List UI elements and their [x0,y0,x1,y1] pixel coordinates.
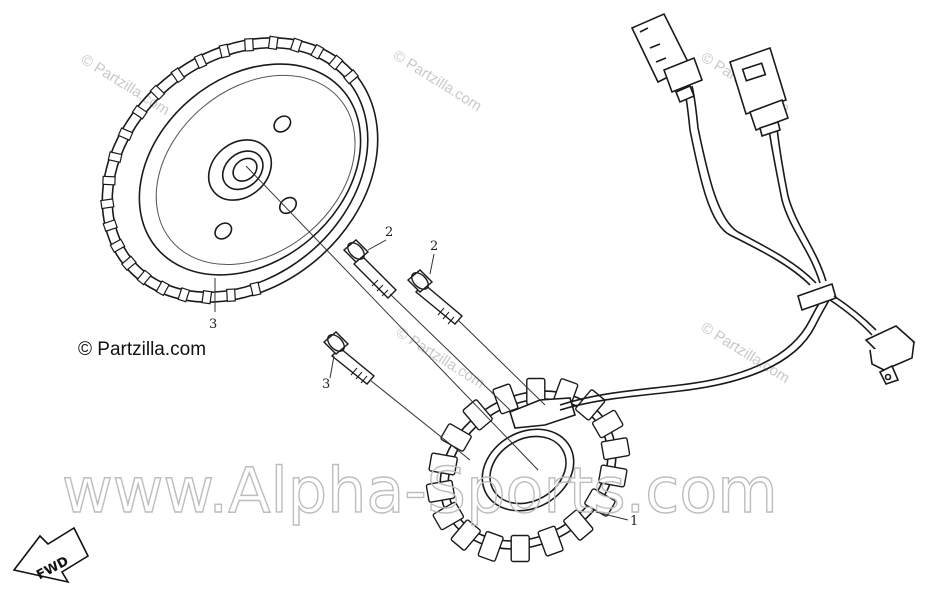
assembly-lines [214,165,629,521]
bolt-upper-right [406,269,463,325]
flywheel [100,35,379,305]
stator-tooth [477,530,504,562]
stator-tooth [440,423,472,452]
flywheel-rim-slot [289,37,303,53]
stator-tooth [462,399,493,431]
flywheel-hole [273,115,292,133]
stator-tooth [563,509,594,541]
callout-bolt-upper-left: 2 [385,225,393,240]
flywheel-rim-slot [149,84,166,101]
callout-bolt-lower: 3 [322,377,330,392]
flywheel-hole [278,196,298,215]
bolt-lower [322,331,376,385]
flywheel-rim-slot [100,198,115,210]
stator-tooth [537,525,564,557]
forward-arrow: FWD [12,526,90,584]
copyright-text: © Partzilla.com [78,339,206,360]
stator-tooth [425,479,456,503]
flywheel-hub [207,139,273,201]
flywheel-rim-slot [310,43,325,60]
connector-left [630,12,704,104]
flywheel-rim-slot [249,281,262,297]
stator-tooth [598,464,628,488]
watermark-text: © Partzilla.com [390,47,485,115]
bolt-threads [350,279,455,384]
flywheel-rim-slot [120,255,137,271]
flywheel-rim-slot [131,104,148,120]
stator-tooth [432,501,465,531]
flywheel-rim-slot [177,287,191,303]
stator-tooth [584,488,616,517]
flywheel-rim-slot [170,67,186,84]
watermark-alpha-sports: www.Alpha-Sports.com [62,454,778,527]
flywheel-rim-slot [136,269,152,286]
flywheel-rim-slot [193,53,208,70]
flywheel-rim-slot [226,288,236,303]
flywheel-rim-slot [328,54,344,71]
callout-bolt-upper-right: 2 [430,239,438,254]
flywheel-hole [214,222,233,240]
wiring-harness [559,85,877,411]
callout-stator: 1 [630,514,638,529]
flywheel-rim-slot [117,127,134,141]
ground-clip [864,325,916,385]
callout-leader [329,355,335,379]
flywheel-rim-slot [102,175,116,186]
stator-tooth [591,409,624,439]
stator-tooth [450,519,481,551]
callout-flywheel: 3 [209,317,217,332]
connector-right [729,46,790,138]
flywheel-rim-slot [343,69,360,85]
flywheel-rim-slot [244,37,254,52]
flywheel-rim-slot [267,35,279,50]
flywheel-rim-slot [102,219,118,233]
callout-leader [367,239,387,251]
flywheel-rim-slot [218,43,231,59]
stator-tooth [510,534,530,563]
stator-tooth [600,437,631,461]
flywheel-rim-slot [109,238,126,253]
bolt-upper-left [342,239,397,299]
flywheel-rim-slot [155,280,170,297]
stator-tooth [428,452,458,476]
watermark-partzilla-2: © Partzilla.com [390,47,485,115]
flywheel-rim-slot [201,290,213,305]
stator-tooth [492,383,519,415]
flywheel-rim-slot [107,151,123,164]
callout-leader [429,253,435,275]
